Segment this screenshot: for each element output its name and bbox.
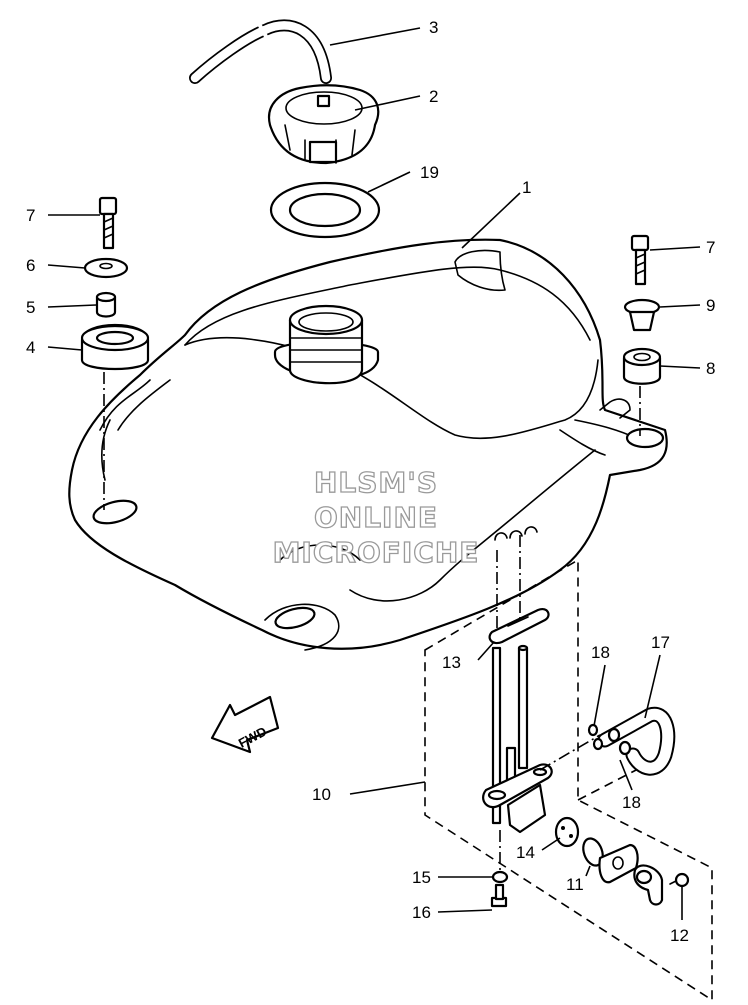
callout-10: 10 xyxy=(312,785,331,804)
callout-5: 5 xyxy=(26,298,35,317)
callout-13: 13 xyxy=(442,653,461,672)
breather-hose xyxy=(189,19,332,84)
callout-15: 15 xyxy=(412,868,431,887)
callout-19: 19 xyxy=(420,163,439,182)
right-mount xyxy=(622,234,662,436)
callout-17: 17 xyxy=(651,633,670,652)
fuel-tank xyxy=(68,238,668,651)
watermark-line-2: ONLINE xyxy=(314,501,438,534)
watermark: HLSM'S ONLINE MICROFICHE xyxy=(272,465,480,569)
filler-neck xyxy=(273,304,380,385)
callout-12: 12 xyxy=(670,926,689,945)
callout-7-left: 7 xyxy=(26,206,35,225)
callout-18-top: 18 xyxy=(591,643,610,662)
callout-18-bottom: 18 xyxy=(622,793,641,812)
callout-14: 14 xyxy=(516,843,535,862)
forward-direction-badge: FWD xyxy=(210,695,280,754)
callout-9: 9 xyxy=(706,296,715,315)
watermark-line-1: HLSM'S xyxy=(314,466,438,499)
cap-gasket xyxy=(269,181,381,239)
callout-8: 8 xyxy=(706,359,715,378)
valve-small-parts xyxy=(554,816,690,906)
callout-labels: 1 2 3 4 5 6 7 7 8 9 10 11 12 13 14 15 16… xyxy=(26,18,715,945)
callout-1: 1 xyxy=(522,178,531,197)
callout-4: 4 xyxy=(26,338,35,357)
callout-7-right: 7 xyxy=(706,238,715,257)
callout-3: 3 xyxy=(429,18,438,37)
fuel-cap xyxy=(267,84,380,165)
drain-screw xyxy=(490,870,509,908)
callout-6: 6 xyxy=(26,256,35,275)
watermark-line-3: MICROFICHE xyxy=(273,536,480,569)
assembly-outline xyxy=(424,558,713,1002)
callout-2: 2 xyxy=(429,87,438,106)
callout-11: 11 xyxy=(566,875,584,894)
fuel-hose xyxy=(587,706,676,776)
left-mount xyxy=(80,196,150,510)
callout-16: 16 xyxy=(412,903,431,922)
leader-lines xyxy=(47,27,701,920)
fuel-valve xyxy=(482,526,601,870)
